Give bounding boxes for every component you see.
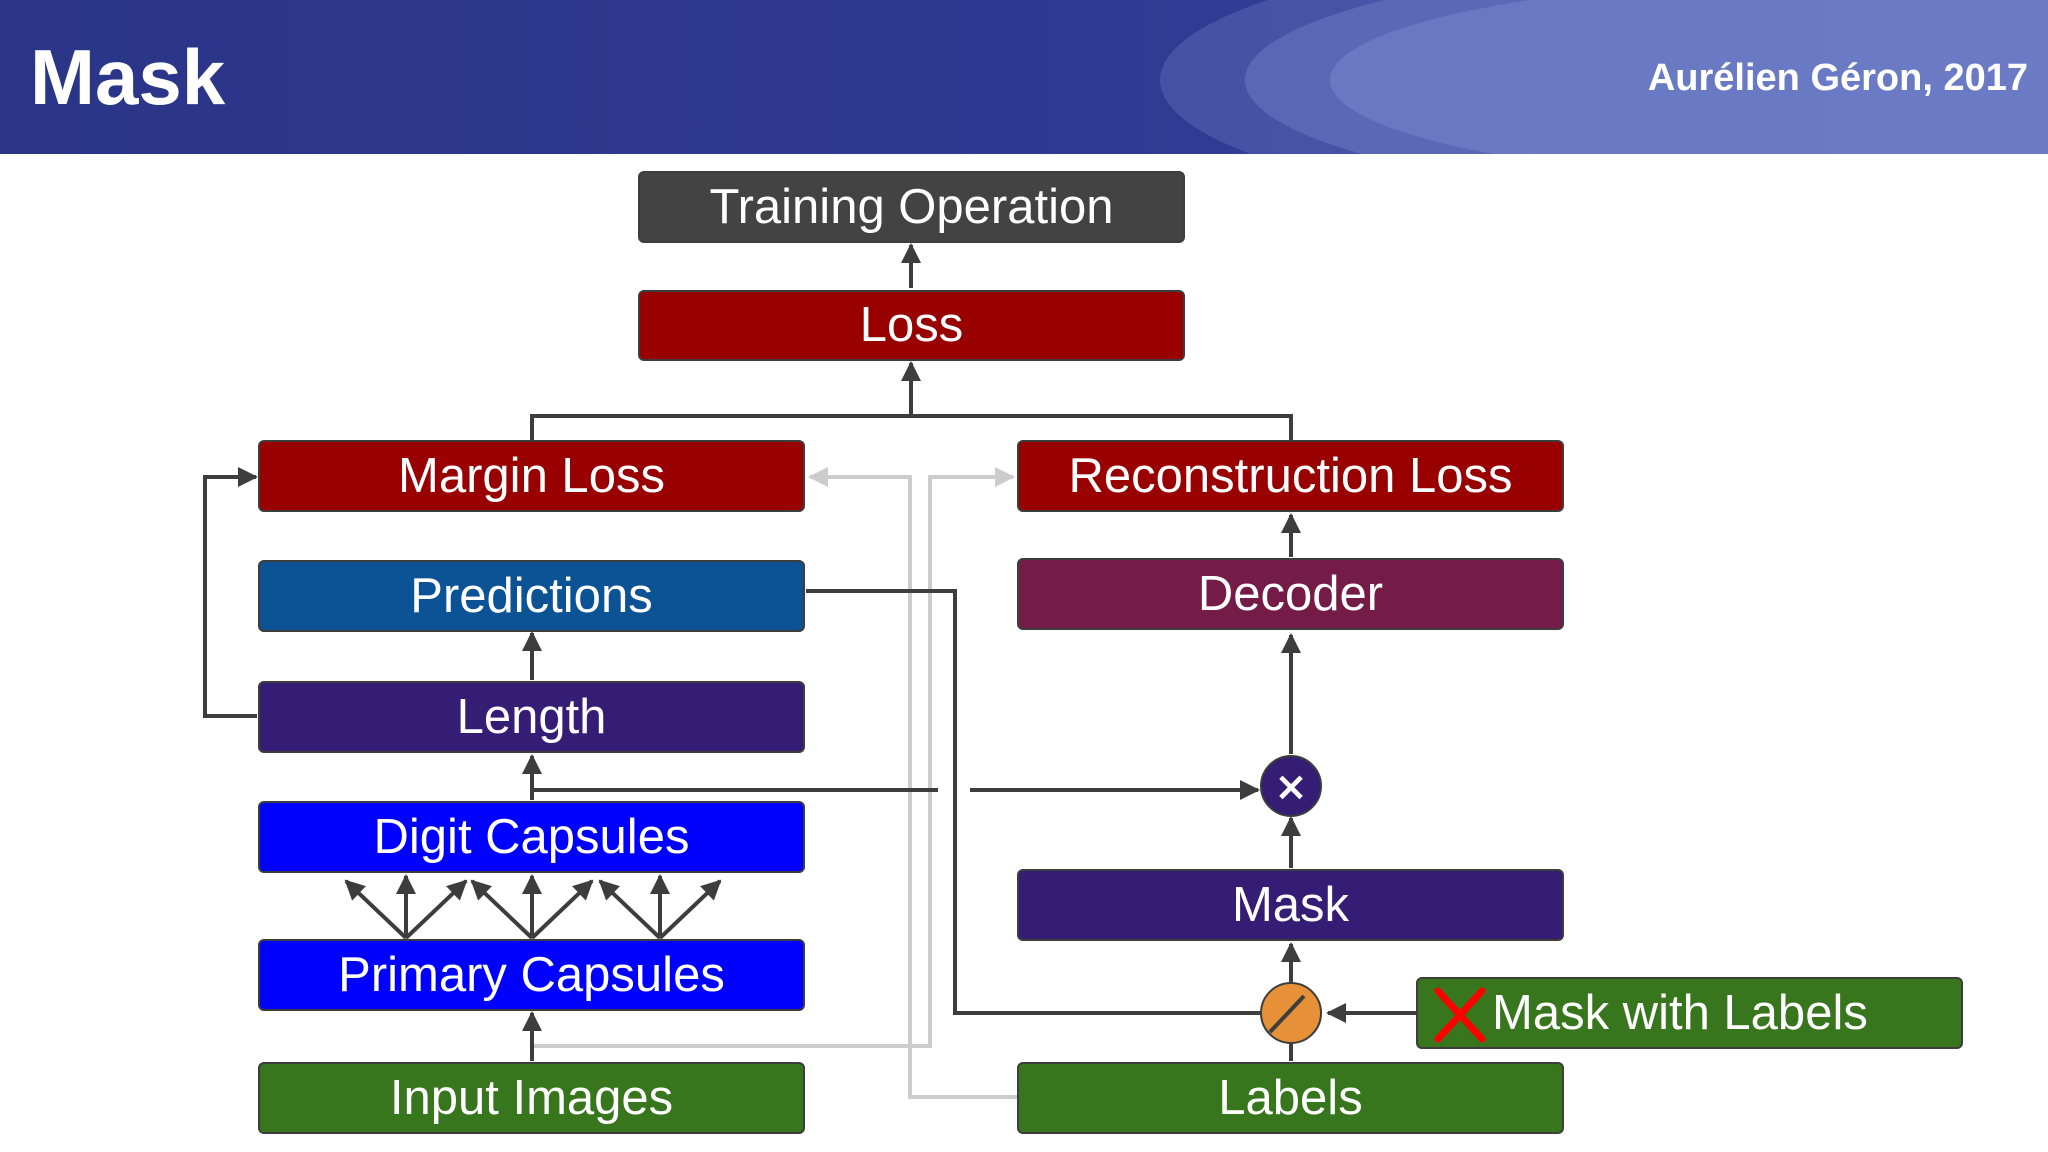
- margin-loss-node: Margin Loss: [258, 440, 805, 512]
- slide-author: Aurélien Géron, 2017: [1647, 57, 2028, 99]
- decoder-node: Decoder: [1017, 558, 1564, 630]
- edge-predictions-to-switch: [806, 589, 1262, 1015]
- predictions-node: Predictions: [258, 560, 805, 632]
- edge-losses-to-loss: [530, 414, 1293, 440]
- loss-label: Loss: [859, 298, 964, 352]
- training-operation-node: Training Operation: [638, 171, 1185, 243]
- primary-capsules-node: Primary Capsules: [258, 939, 805, 1011]
- dark-edges: [203, 243, 1416, 1061]
- length-label: Length: [456, 689, 607, 744]
- slide-title: Mask: [30, 33, 226, 121]
- light-edges: [532, 467, 1017, 1099]
- header-decoration: [1330, 0, 2048, 154]
- loss-node: Loss: [638, 290, 1185, 361]
- mask-with-labels-node: Mask with Labels: [1416, 977, 1963, 1049]
- mask-with-labels-label: Mask with Labels: [1492, 985, 1868, 1040]
- slide-header: Mask Aurélien Géron, 2017: [0, 0, 2048, 154]
- multiply-icon: ×: [1274, 764, 1308, 810]
- length-node: Length: [258, 681, 805, 753]
- margin-loss-label: Margin Loss: [398, 448, 665, 503]
- header-decoration: [1160, 0, 2048, 154]
- edge-input-to-reconstruction: [532, 467, 1015, 1048]
- header-decoration: [1245, 0, 2048, 154]
- labels-node: Labels: [1017, 1062, 1564, 1134]
- input-images-node: Input Images: [258, 1062, 805, 1134]
- mask-node: Mask: [1017, 869, 1564, 941]
- digit-capsules-node: Digit Capsules: [258, 801, 805, 873]
- training-operation-label: Training Operation: [709, 179, 1114, 234]
- mask-label: Mask: [1231, 877, 1350, 932]
- red-x-icon: [1434, 987, 1486, 1043]
- labels-label: Labels: [1218, 1070, 1363, 1125]
- reconstruction-loss-label: Reconstruction Loss: [1068, 448, 1513, 503]
- primary-capsules-label: Primary Capsules: [338, 947, 725, 1002]
- reconstruction-loss-node: Reconstruction Loss: [1017, 440, 1564, 512]
- edge-length-to-margin: [203, 467, 258, 718]
- digit-capsules-label: Digit Capsules: [373, 809, 690, 864]
- switch-icon: [1260, 982, 1322, 1044]
- multiply-node: [1260, 755, 1322, 817]
- edge-labels-to-margin: [808, 467, 1017, 1099]
- capsule-routing-arrows: [344, 874, 722, 940]
- decoder-label: Decoder: [1197, 566, 1384, 621]
- switch-lever: [1268, 994, 1306, 1034]
- input-images-label: Input Images: [389, 1070, 674, 1125]
- predictions-label: Predictions: [410, 568, 653, 623]
